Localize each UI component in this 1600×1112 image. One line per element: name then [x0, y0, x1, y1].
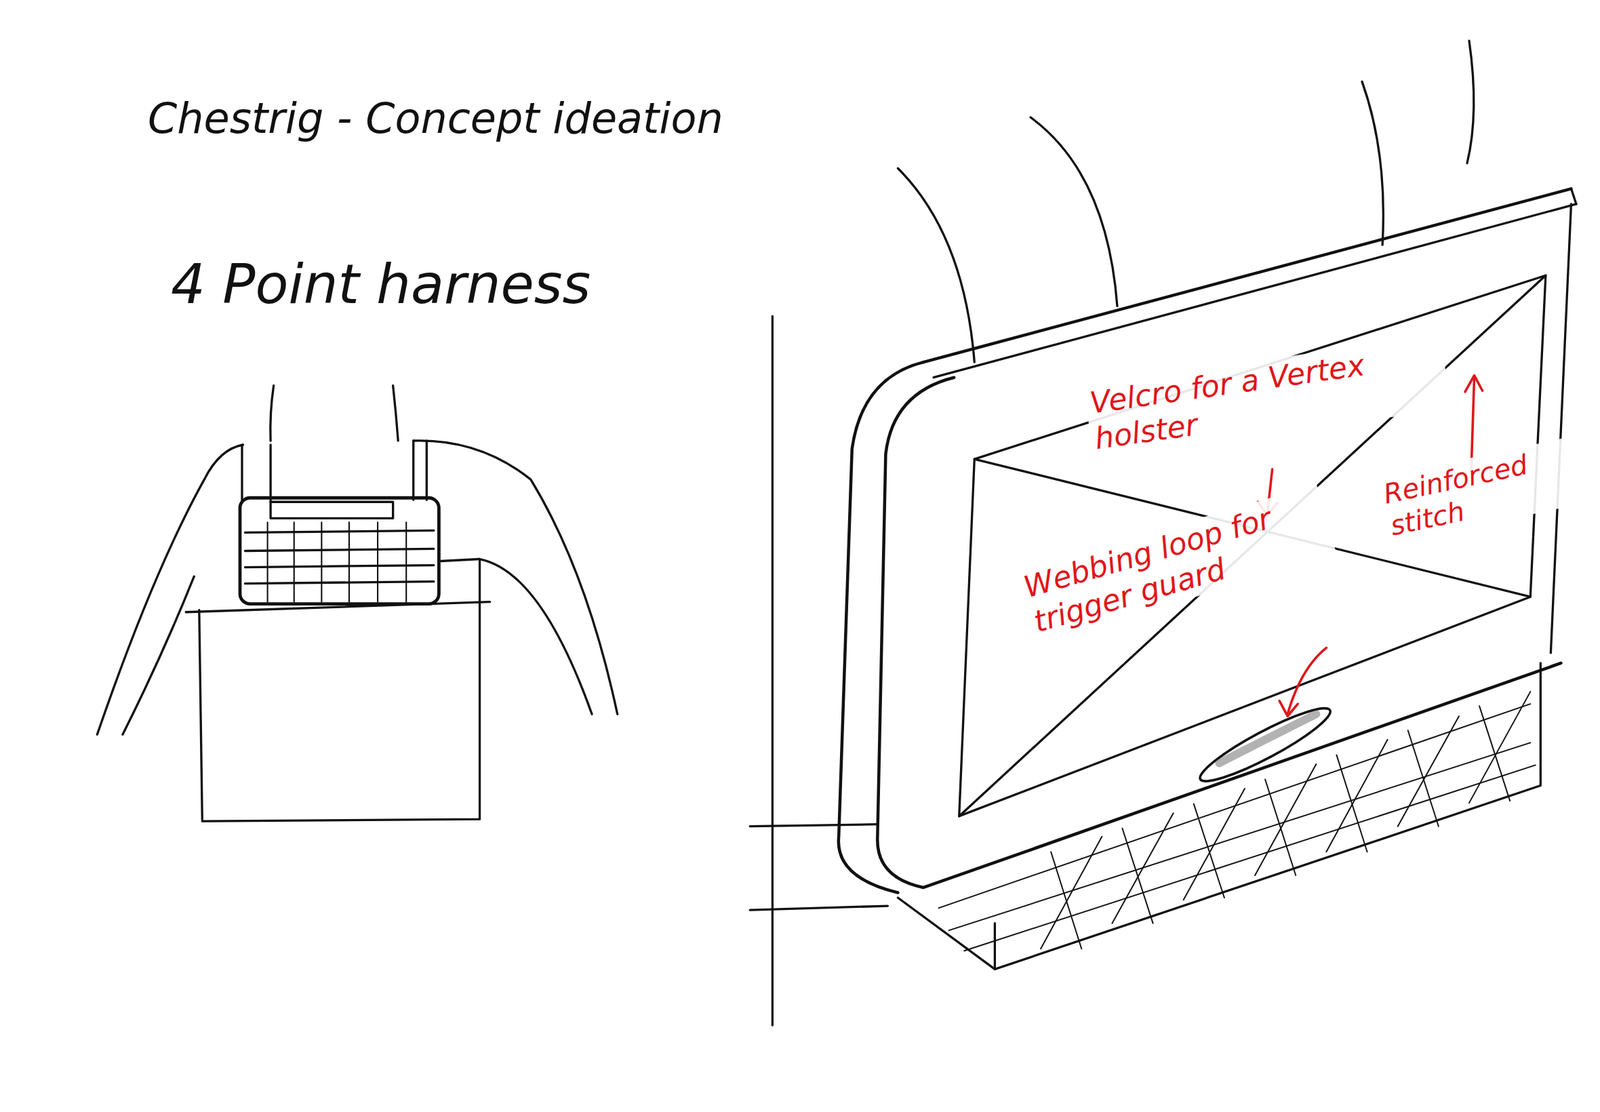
- callout-note: Velcro for a Vertex holster: [1083, 334, 1451, 459]
- sketch-title: Chestrig - Concept ideation: [147, 93, 724, 144]
- concept-subtitle: 4 Point harness: [170, 252, 591, 318]
- callout-note: Reinforced stitch: [1376, 437, 1578, 544]
